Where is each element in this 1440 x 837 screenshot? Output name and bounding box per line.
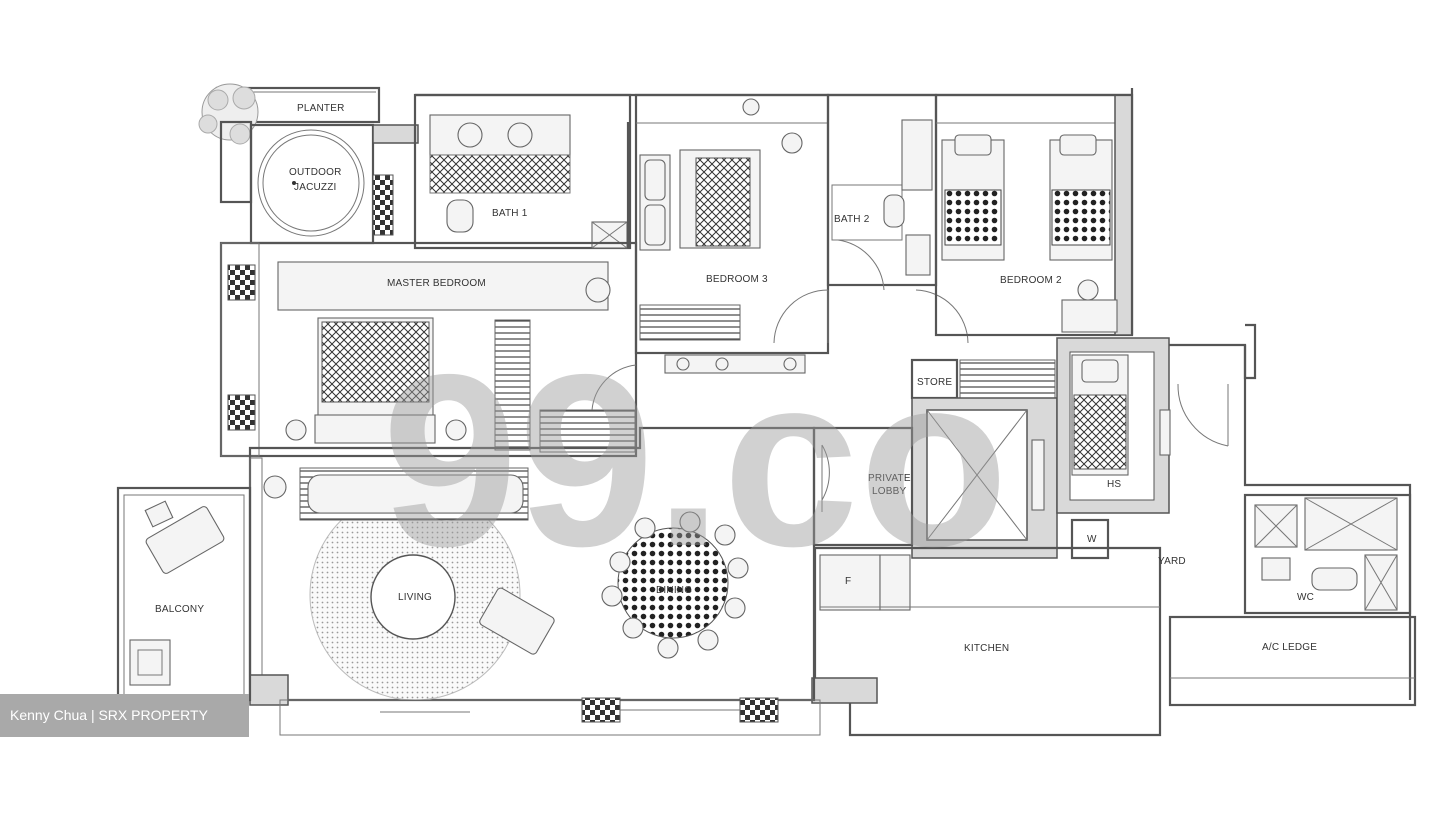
watermark: 99.co bbox=[382, 323, 1009, 597]
balcony bbox=[116, 486, 252, 702]
household-shelter bbox=[1056, 337, 1171, 514]
label-jacuzzi: JACUZZI bbox=[294, 182, 337, 193]
label-wc: WC bbox=[1297, 592, 1314, 603]
label-bedroom-2: BEDROOM 2 bbox=[1000, 275, 1062, 286]
kitchen bbox=[811, 546, 1162, 737]
master-bedroom bbox=[219, 241, 638, 458]
ac-ledge bbox=[1168, 615, 1417, 707]
label-lobby: LOBBY bbox=[872, 486, 906, 497]
label-yard: YARD bbox=[1158, 556, 1186, 567]
label-hs: HS bbox=[1107, 479, 1121, 490]
bath-1 bbox=[413, 93, 632, 250]
label-dining: DINING bbox=[656, 585, 692, 596]
label-planter: PLANTER bbox=[297, 103, 345, 114]
bath-2 bbox=[826, 93, 969, 344]
label-balcony: BALCONY bbox=[155, 604, 204, 615]
tree-icon bbox=[198, 83, 259, 145]
living-dining bbox=[248, 426, 821, 736]
bedroom-2 bbox=[934, 93, 1134, 337]
label-store: STORE bbox=[917, 377, 952, 388]
label-kitchen: KITCHEN bbox=[964, 643, 1009, 654]
label-w: W bbox=[1087, 534, 1097, 545]
label-outdoor: OUTDOOR bbox=[289, 167, 342, 178]
label-f: F bbox=[845, 576, 851, 587]
bedroom-3 bbox=[634, 93, 830, 374]
lift-core bbox=[911, 397, 1058, 559]
label-ac-ledge: A/C LEDGE bbox=[1262, 642, 1317, 653]
outdoor-jacuzzi bbox=[219, 120, 419, 245]
label-master-bedroom: MASTER BEDROOM bbox=[387, 278, 486, 289]
wc bbox=[1243, 493, 1412, 615]
label-living: LIVING bbox=[398, 592, 432, 603]
planter bbox=[198, 83, 381, 145]
photo-credit: Kenny Chua | SRX PROPERTY bbox=[0, 694, 249, 737]
label-private: PRIVATE bbox=[868, 473, 911, 484]
label-bedroom-3: BEDROOM 3 bbox=[706, 274, 768, 285]
label-bath-1: BATH 1 bbox=[492, 208, 528, 219]
label-bath-2: BATH 2 bbox=[834, 214, 870, 225]
store bbox=[910, 358, 1056, 400]
